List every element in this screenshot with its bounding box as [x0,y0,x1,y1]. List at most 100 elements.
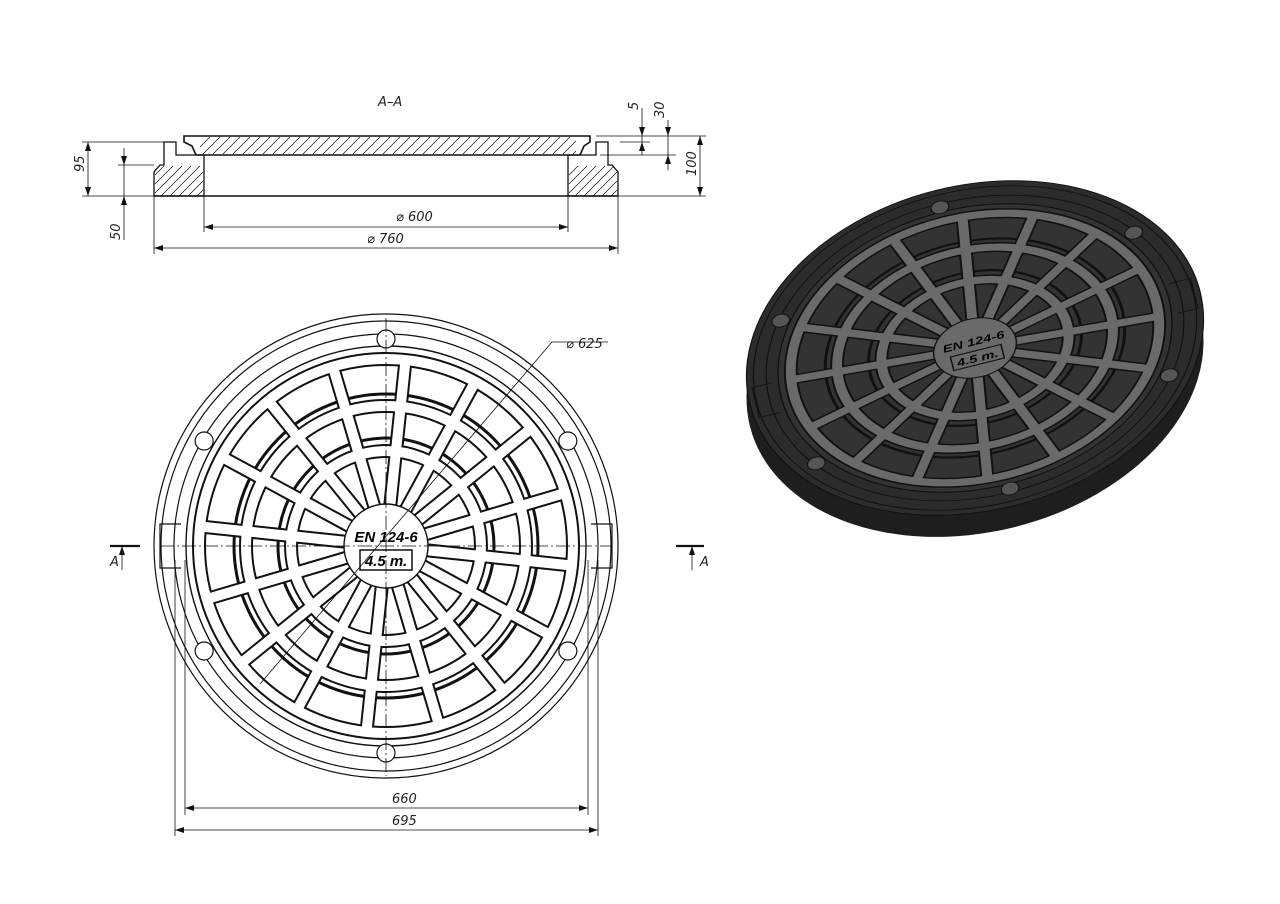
pin [1000,481,1020,496]
hatch-line [282,136,301,155]
hatch-line [302,136,321,155]
ring-rib [832,243,1118,453]
hatch-line [442,136,461,155]
section-view: A–A 95 50 5 [73,95,706,254]
hatch-line [422,136,441,155]
pin [771,313,791,328]
hatch-line [452,136,471,155]
pin [194,431,214,451]
pin [194,641,214,661]
spoke-rib [910,375,968,484]
spoke-rib [796,323,940,348]
spoke-rib [262,395,365,519]
hatch-line [482,136,501,155]
hatch-line [610,189,618,197]
center-boss [932,317,1018,379]
hatch-line [392,136,411,155]
spoke-rib [887,235,962,327]
hatch-line [202,136,221,155]
hatch-line [154,165,183,194]
hatch-line [292,136,311,155]
spoke-rib [1008,264,1145,334]
hatch-line [574,165,606,197]
side-lug [751,382,780,419]
hatch-line [472,136,491,155]
section-title: A–A [377,95,402,110]
hatch-line [562,140,577,155]
hatch-line [552,136,571,155]
pin [1124,225,1144,240]
hatch-line [382,136,401,155]
hatch-line [522,136,541,155]
spoke-rib [1001,359,1120,423]
pin [1159,368,1179,383]
hatch-line [342,136,361,155]
hatch-line [352,136,371,155]
dim-d760: ⌀ 760 [367,232,404,247]
dim-50: 50 [109,223,124,240]
hatch-line [568,165,588,185]
dim-95: 95 [73,155,88,172]
hatch-line [242,136,261,155]
hatch-line [572,150,577,155]
spoke-rib [413,422,537,525]
frame-left-profile [153,141,205,197]
spoke-rib [235,567,359,670]
spoke-rib [407,573,510,697]
dim-30: 30 [653,101,668,118]
hatch-line [492,136,511,155]
hatch-line [462,136,481,155]
hatch-line [372,136,391,155]
ring-rib [876,275,1074,421]
pin [558,431,578,451]
spoke-rib [997,229,1102,326]
hatch-line [601,180,618,197]
iso-cover: EN 124-64.5 т. [745,180,1205,516]
pin [558,641,578,661]
groove [823,237,1127,459]
cut-label-right: A [699,555,709,570]
spoke-rib [425,545,576,571]
dim-695: 695 [392,814,417,829]
rim-rib [785,209,1165,487]
lid-profile [183,135,591,156]
spoke-rib [392,582,445,730]
spoke-rib [957,214,978,321]
spoke-rib [972,375,993,482]
dim-d600: ⌀ 600 [396,210,433,225]
spoke-rib [385,356,411,507]
hatch-line [222,136,241,155]
dim-d625: ⌀ 625 [566,337,603,352]
spoke-rib [848,370,953,467]
spoke-rib [982,212,1040,321]
hatch-line [169,165,201,197]
hatch-line [160,165,192,197]
hatch-line [154,165,174,185]
dim-100: 100 [685,151,700,176]
hatch-line [412,136,431,155]
dim-5: 5 [627,102,642,110]
hatch-line [322,136,341,155]
spoke-rib [216,450,354,532]
hatch-line [187,180,204,197]
spoke-rib [418,560,556,642]
pin [806,456,826,471]
hatch-line [402,136,421,155]
spoke-rib [805,362,942,432]
hatch-line [252,136,271,155]
hatch-line [232,136,251,155]
frame-ring [752,185,1198,511]
hatch-line [199,136,211,148]
hatch-line [272,136,291,155]
hatch-line [312,136,331,155]
spoke-rib [422,487,570,540]
hatch-line [512,136,531,155]
hatch-line [568,165,579,176]
marking-class: EN 124-6 [354,529,418,546]
spoke-rib [1013,312,1163,345]
spoke-rib [1010,348,1154,373]
cut-label-left: A [109,555,119,570]
hatch-line [432,136,451,155]
hatch-line [332,136,351,155]
hatch-line [583,165,615,197]
